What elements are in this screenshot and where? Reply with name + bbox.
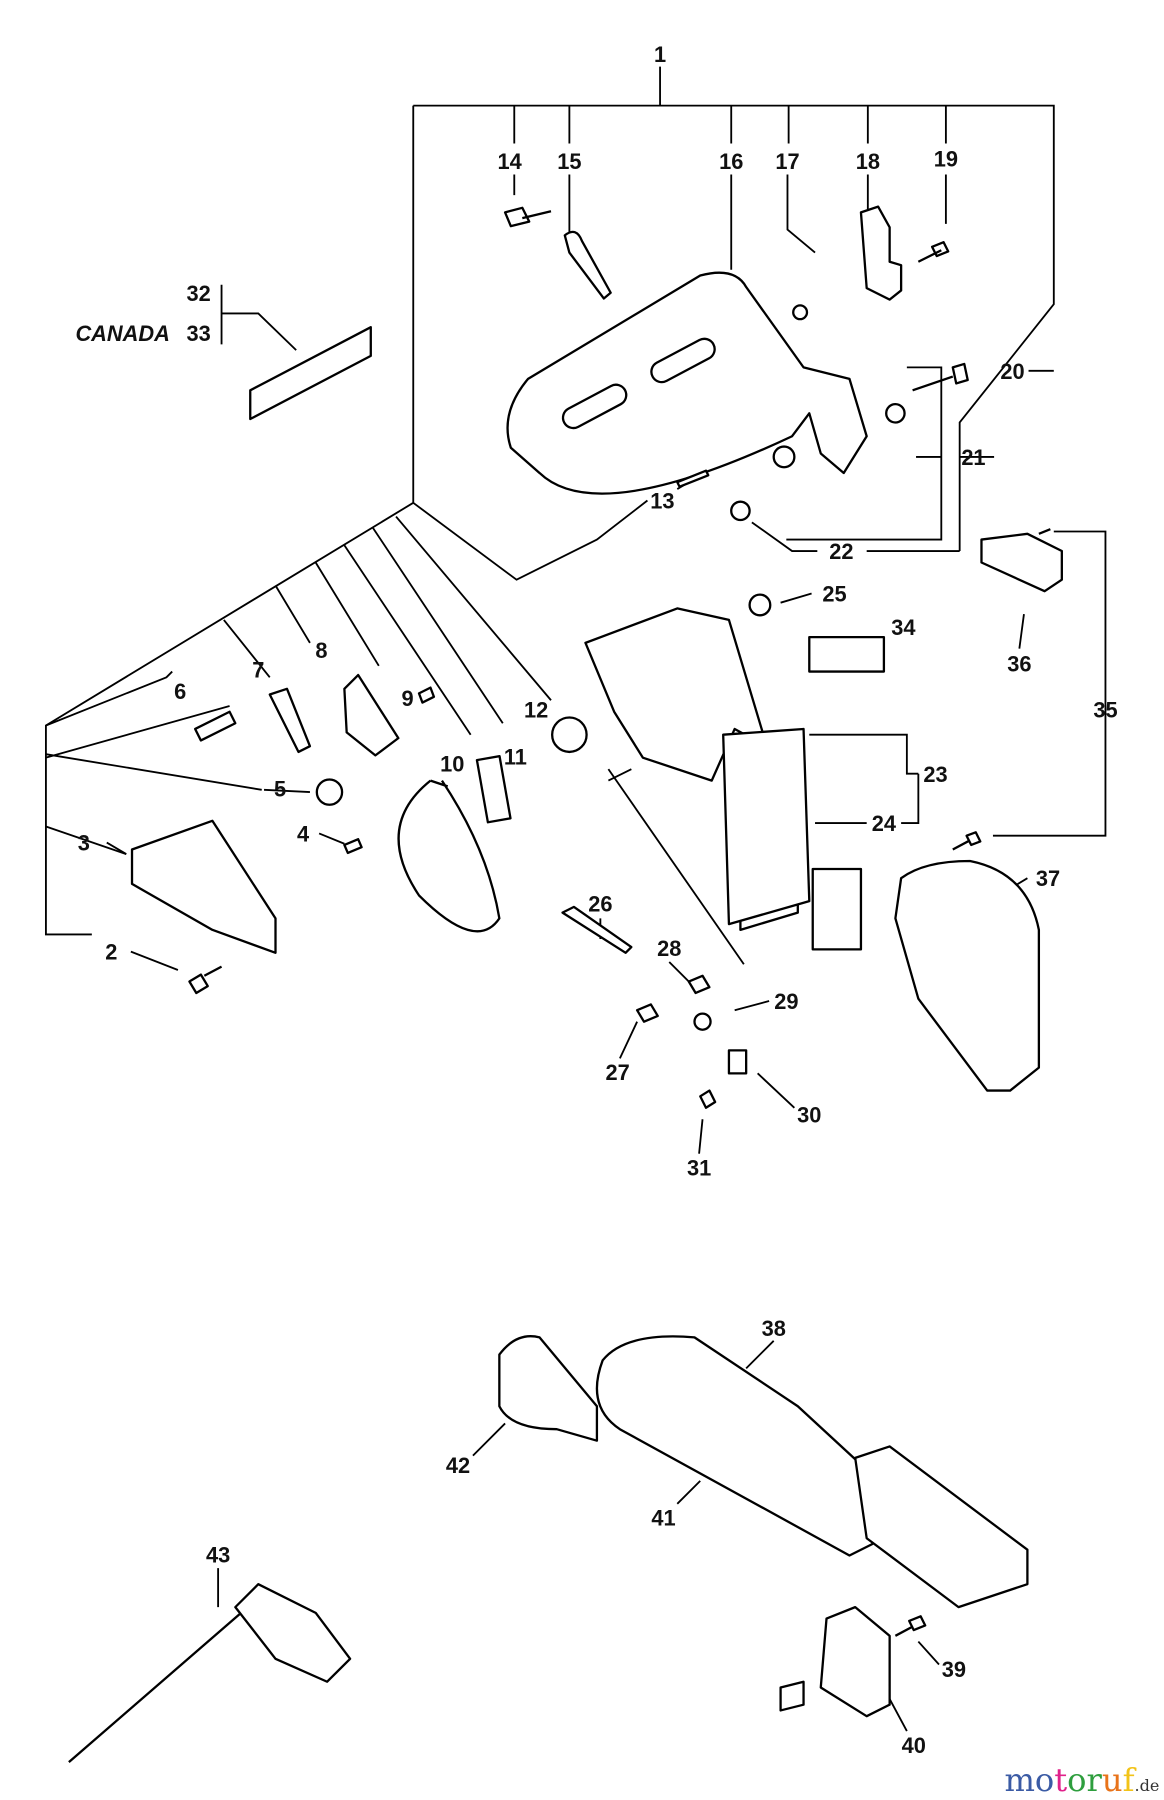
callout-8: 8: [315, 638, 327, 663]
callout-32: 32: [186, 281, 210, 306]
callout-12: 12: [524, 697, 548, 722]
chain-catcher-part-3: [130, 819, 277, 954]
callout-33: 33: [186, 321, 210, 346]
plate-part-40: [779, 1605, 891, 1718]
guide-bar-cover-part-16: [506, 271, 868, 495]
callout-4: 4: [297, 821, 309, 846]
callout-36: 36: [1007, 652, 1031, 677]
watermark-letter: o: [1067, 1761, 1086, 1799]
callout-27: 27: [605, 1060, 629, 1085]
callout-39: 39: [942, 1657, 966, 1682]
callout-23: 23: [923, 762, 947, 787]
guide-plate-part-42: [498, 1335, 599, 1442]
watermark-letter: f: [1123, 1761, 1137, 1799]
callout-40: 40: [902, 1733, 926, 1758]
callout-19: 19: [934, 146, 958, 171]
callout-10: 10: [440, 751, 464, 776]
svg-text:motoruf.de: motoruf.de: [1004, 1761, 1159, 1799]
watermark-letter: o: [1035, 1761, 1054, 1799]
callout-28: 28: [657, 936, 681, 961]
watermark-logo: motoruf.de: [1004, 1761, 1159, 1799]
callout-42: 42: [446, 1453, 470, 1478]
callout-35: 35: [1093, 697, 1117, 722]
callout-30: 30: [797, 1103, 821, 1128]
callout-13: 13: [650, 489, 674, 514]
callout-22: 22: [829, 539, 853, 564]
callout-24: 24: [872, 811, 896, 836]
sprocket-cover-part-37: [894, 859, 1041, 1092]
callout-21: 21: [961, 445, 985, 470]
callout-37: 37: [1036, 866, 1060, 891]
wrench-part-43: [68, 1583, 352, 1763]
callout-14: 14: [498, 149, 522, 174]
callout-43: 43: [206, 1542, 230, 1567]
callout-31: 31: [687, 1156, 711, 1181]
callout-41: 41: [651, 1506, 675, 1531]
callout-15: 15: [557, 149, 581, 174]
callout-6: 6: [174, 679, 186, 704]
callout-18: 18: [856, 149, 880, 174]
watermark-letter: m: [1004, 1761, 1034, 1799]
callout-1: 1: [654, 42, 666, 67]
region-note-canada: CANADA: [75, 321, 169, 346]
callout-9: 9: [401, 686, 413, 711]
watermark-brand: motoruf: [1004, 1761, 1136, 1799]
callout-26: 26: [588, 891, 612, 916]
callout-17: 17: [775, 149, 799, 174]
callout-7: 7: [252, 657, 264, 682]
callout-11: 11: [504, 745, 527, 770]
callout-20: 20: [1000, 359, 1024, 384]
callout-38: 38: [762, 1316, 786, 1341]
callout-2: 2: [105, 940, 117, 965]
watermark-letter: u: [1102, 1761, 1123, 1799]
callout-16: 16: [719, 149, 743, 174]
callout-5: 5: [274, 777, 286, 802]
watermark-letter: t: [1054, 1761, 1067, 1799]
watermark-suffix: .de: [1134, 1776, 1159, 1795]
callout-labels: 1 2 3 4 5 6 7 8 9 10 11 12 13 14 15 16 1…: [75, 42, 1117, 1758]
callout-34: 34: [891, 615, 915, 640]
callout-29: 29: [774, 989, 798, 1014]
callout-25: 25: [822, 582, 846, 607]
watermark-letter: r: [1087, 1761, 1103, 1799]
guide-bar-part-41: [595, 1335, 874, 1557]
part-shapes: [68, 205, 1063, 1763]
callout-3: 3: [78, 831, 90, 856]
label-sticker-part-32: [249, 326, 372, 421]
